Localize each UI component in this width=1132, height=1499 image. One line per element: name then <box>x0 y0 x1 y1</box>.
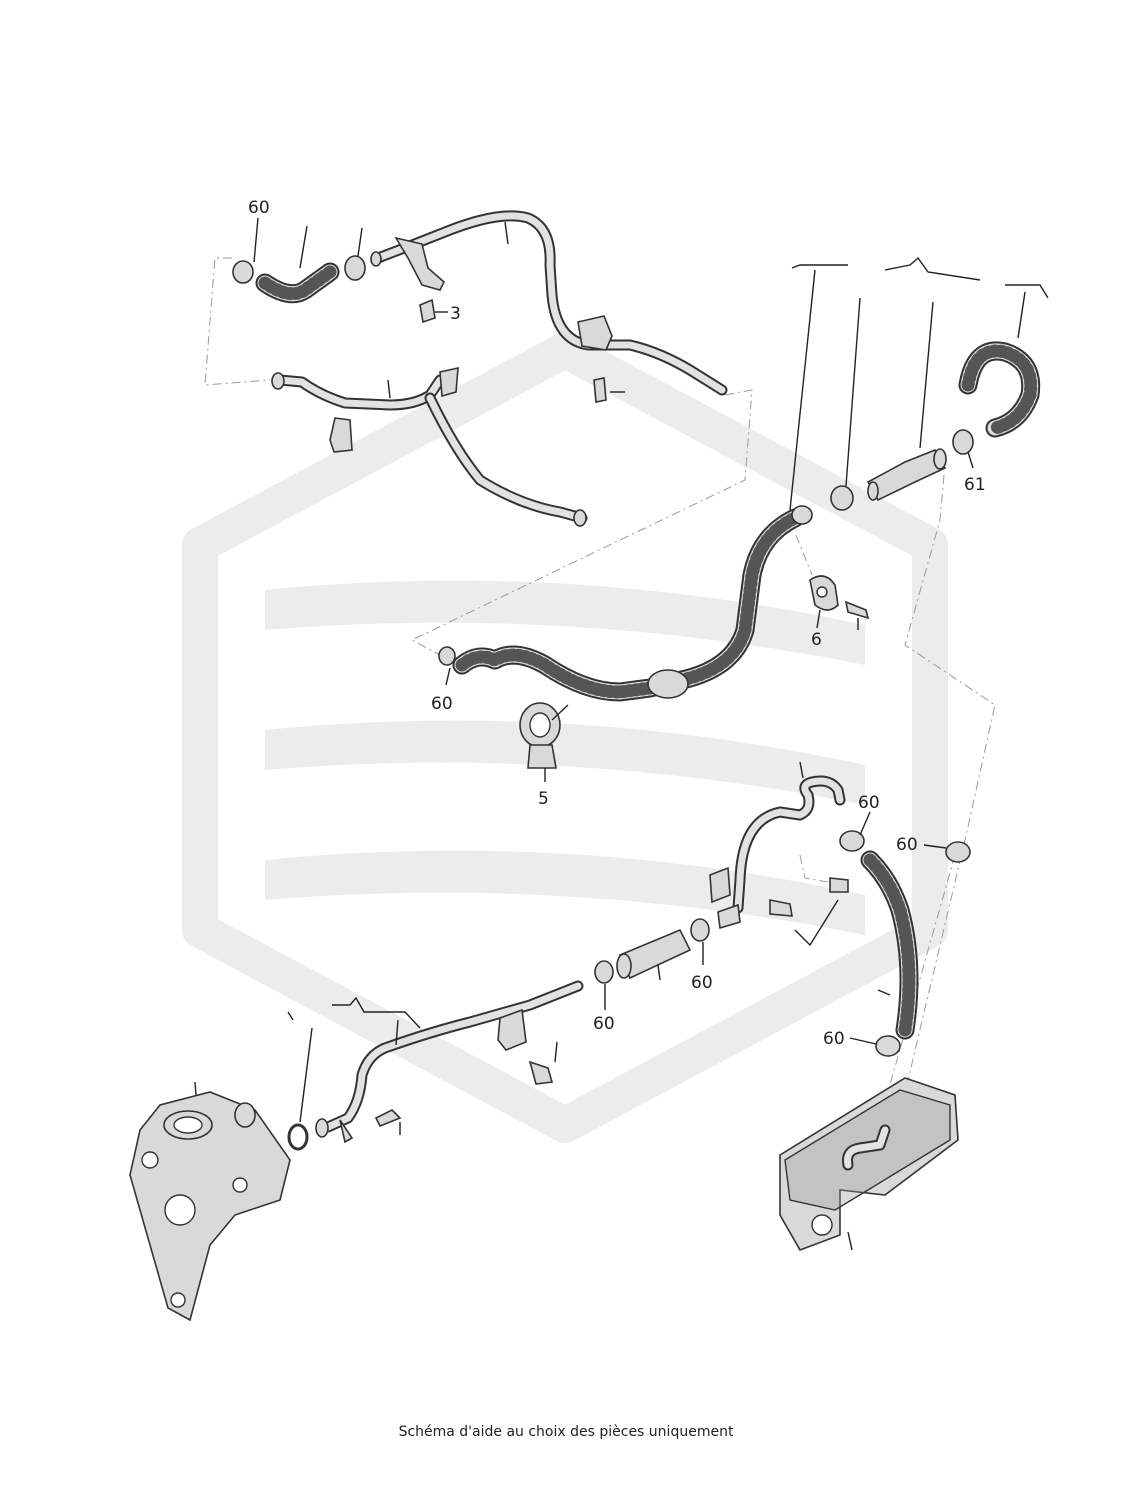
leader-lines <box>194 217 1049 1251</box>
u-hose <box>958 341 1041 438</box>
label-retaining-clip: 5 <box>538 789 549 809</box>
lower-u-pipe <box>709 775 846 930</box>
label-hose-clamp-7: 60 <box>823 1029 845 1049</box>
label-bolt: 3 <box>450 304 461 324</box>
long-lower-metal-pipe <box>315 980 584 1144</box>
label-hose-clamp-4: 60 <box>896 835 918 855</box>
top-small-hose <box>255 262 340 304</box>
upper-metal-pipe <box>370 210 728 396</box>
part-number-labels: 60 3 61 6 60 5 60 60 60 60 60 <box>248 198 986 1049</box>
retaining-clip <box>519 702 561 769</box>
hose-clamps <box>232 255 974 1057</box>
label-hose-clamp-5: 60 <box>691 973 713 993</box>
label-hose-clamp-6: 60 <box>593 1014 615 1034</box>
long-middle-hose <box>452 505 813 702</box>
label-hose-clamp-1: 60 <box>248 198 270 218</box>
label-clip-bracket: 6 <box>811 630 822 650</box>
o-ring <box>287 1123 309 1151</box>
short-straight-hose <box>616 928 692 980</box>
thermostat-housing <box>129 1091 291 1322</box>
watermark-logo <box>182 332 948 1143</box>
label-hose-clamp-3: 60 <box>858 793 880 813</box>
oil-cooler <box>779 1077 959 1251</box>
bolts <box>374 298 849 1128</box>
lower-right-hose <box>860 850 919 1040</box>
clip-bracket <box>809 575 870 620</box>
label-hose-clamp-small: 61 <box>964 475 986 495</box>
label-hose-clamp-2: 60 <box>431 694 453 714</box>
check-valve <box>866 448 947 502</box>
middle-metal-pipe <box>271 366 588 527</box>
diagram-caption: Schéma d'aide au choix des pièces unique… <box>398 1424 734 1440</box>
